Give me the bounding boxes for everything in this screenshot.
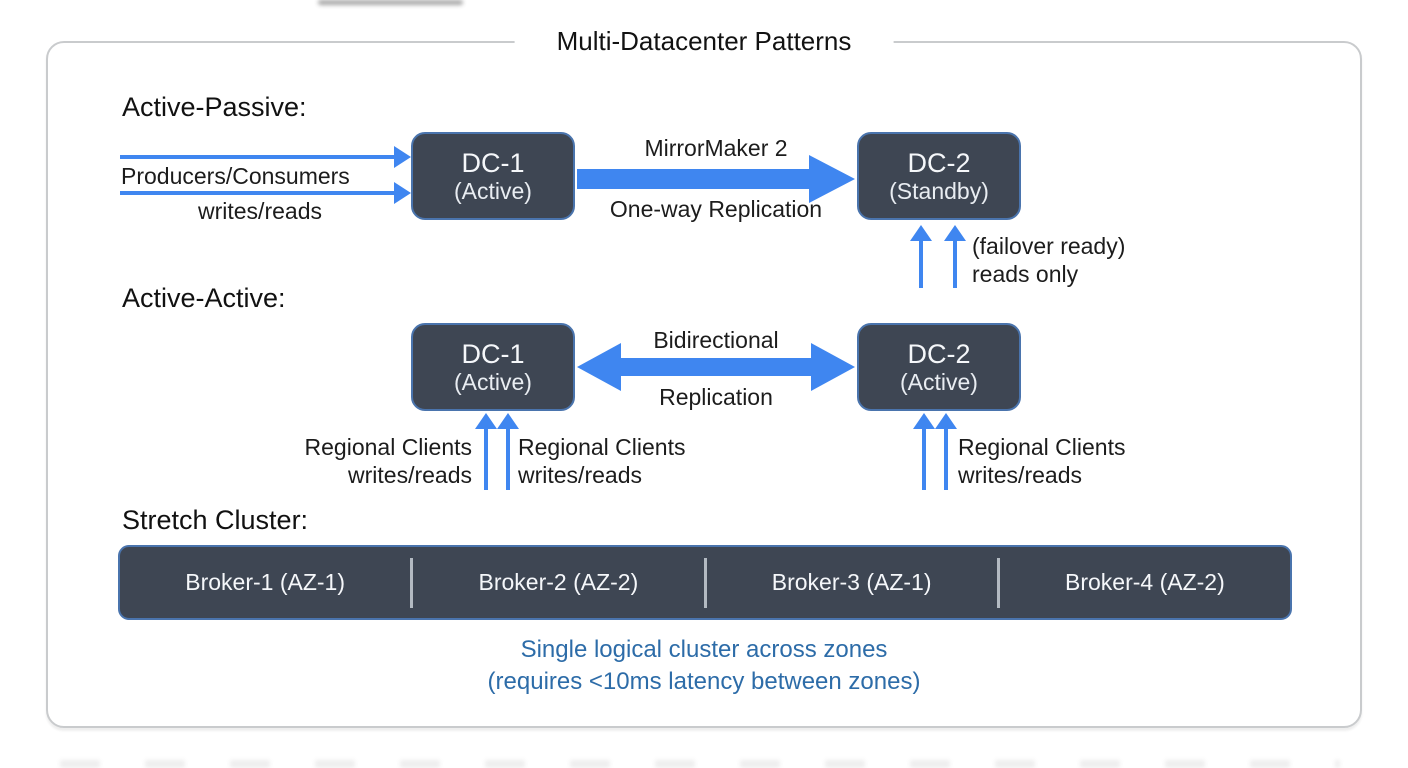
dc-name: DC-1 — [461, 148, 525, 178]
dc2-clients-arrow-right — [935, 413, 957, 490]
dc-name: DC-1 — [461, 339, 525, 369]
screenshot-top-artifact — [318, 0, 463, 5]
dc2-active-active-box: DC-2 (Active) — [857, 323, 1021, 411]
dc1-clients-arrow-left — [475, 413, 497, 490]
dc1-active-passive-box: DC-1 (Active) — [411, 132, 575, 220]
arrow-head — [394, 146, 411, 168]
arrow-shaft — [953, 238, 957, 288]
one-way-replication-label: One-way Replication — [609, 196, 823, 222]
producers-writes-arrow-top — [120, 146, 411, 168]
screenshot-bottom-artifact — [60, 760, 1340, 768]
active-active-heading: Active-Active: — [122, 283, 286, 313]
dc-state: (Active) — [454, 178, 532, 204]
broker-3-cell: Broker-3 (AZ-1) — [771, 569, 932, 595]
one-way-replication-arrow — [577, 155, 855, 203]
arrow-shaft — [506, 426, 510, 490]
producers-consumers-label: Producers/Consumers — [121, 163, 350, 189]
regional-clients-left-line1: Regional Clients — [304, 434, 472, 460]
stretch-caption-line2: (requires <10ms latency between zones) — [487, 668, 921, 695]
regional-clients-mid-line2: writes/reads — [518, 462, 642, 488]
broker-2-cell: Broker-2 (AZ-2) — [478, 569, 639, 595]
arrow-head — [910, 225, 932, 241]
arrow-shaft — [484, 426, 488, 490]
regional-clients-right-line1: Regional Clients — [958, 434, 1126, 460]
arrow-shaft — [922, 426, 926, 490]
arrow-head — [394, 182, 411, 204]
arrow-head-right — [811, 343, 855, 391]
arrow-head-left — [577, 343, 621, 391]
dc2-clients-arrow-left — [913, 413, 935, 490]
arrow-shaft — [944, 426, 948, 490]
reads-only-label: reads only — [972, 261, 1079, 287]
stretch-cluster-heading: Stretch Cluster: — [122, 505, 309, 535]
arrow-head — [944, 225, 966, 241]
arrow-head — [935, 413, 957, 429]
arrow-shaft — [120, 191, 398, 195]
dc-state: (Standby) — [889, 178, 989, 204]
arrow-shaft — [120, 155, 398, 159]
arrow-head — [475, 413, 497, 429]
writes-reads-label: writes/reads — [198, 198, 322, 224]
regional-clients-mid-line1: Regional Clients — [518, 434, 686, 460]
arrow-head — [913, 413, 935, 429]
bidirectional-label: Bidirectional — [653, 327, 779, 353]
dc-state: (Active) — [454, 369, 532, 395]
arrow-shaft — [617, 358, 815, 376]
regional-clients-right-line2: writes/reads — [958, 462, 1082, 488]
producers-writes-arrow-bottom — [120, 182, 411, 204]
stretch-cluster-box: Broker-1 (AZ-1) Broker-2 (AZ-2) Broker-3… — [118, 545, 1292, 620]
broker-divider — [410, 557, 414, 608]
dc-state: (Active) — [900, 369, 978, 395]
failover-arrow-left — [910, 225, 932, 288]
dc1-active-active-box: DC-1 (Active) — [411, 323, 575, 411]
diagram-title: Multi-Datacenter Patterns — [514, 26, 894, 57]
regional-clients-left-line2: writes/reads — [348, 462, 472, 488]
mirrormaker-label: MirrorMaker 2 — [644, 135, 788, 161]
broker-1-cell: Broker-1 (AZ-1) — [185, 569, 345, 595]
failover-ready-label: (failover ready) — [972, 233, 1126, 259]
bidirectional-replication-arrow — [577, 343, 855, 391]
dc-name: DC-2 — [907, 339, 971, 369]
broker-4-cell: Broker-4 (AZ-2) — [1065, 569, 1225, 595]
arrow-shaft — [919, 238, 923, 288]
replication-label: Replication — [659, 384, 773, 410]
broker-divider — [996, 557, 1000, 608]
active-passive-heading: Active-Passive: — [122, 92, 307, 122]
broker-divider — [703, 557, 707, 608]
arrow-head — [809, 155, 855, 203]
stretch-caption-line1: Single logical cluster across zones — [520, 636, 888, 663]
dc2-active-passive-box: DC-2 (Standby) — [857, 132, 1021, 220]
arrow-head — [497, 413, 519, 429]
arrow-shaft — [577, 169, 813, 189]
dc1-clients-arrow-right — [497, 413, 519, 490]
failover-arrow-right — [944, 225, 966, 288]
dc-name: DC-2 — [907, 148, 971, 178]
